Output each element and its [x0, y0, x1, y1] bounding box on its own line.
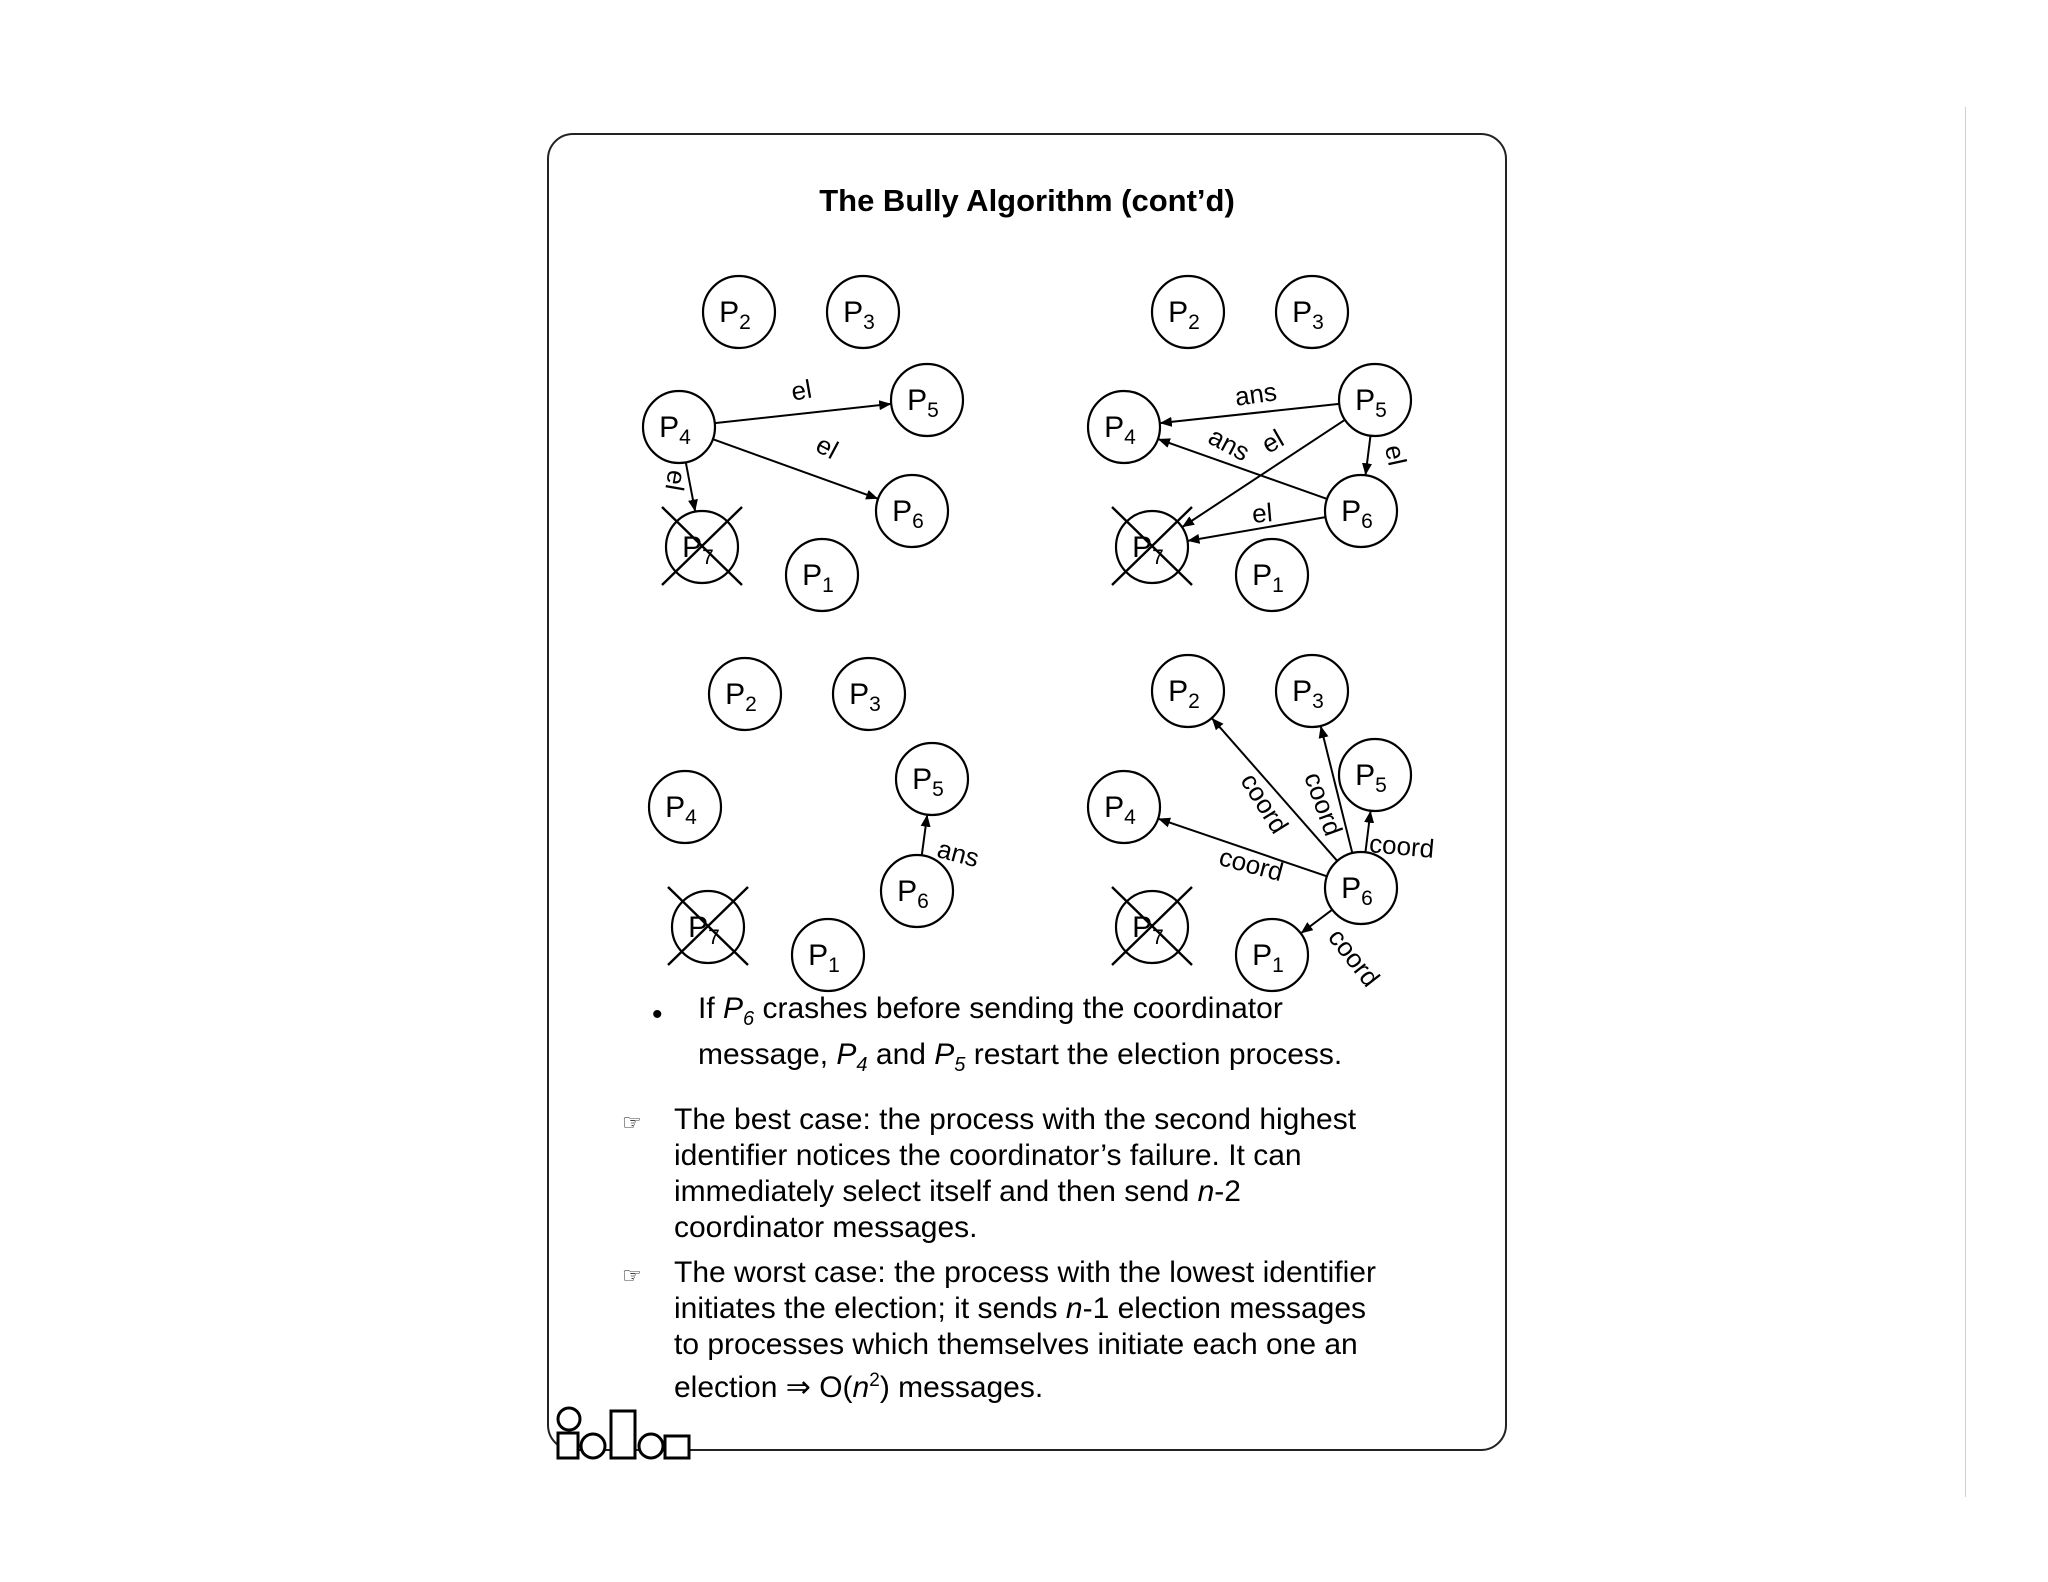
pointing-hand-icon: ☞	[622, 1110, 642, 1135]
slide-title: The Bully Algorithm (cont’d)	[819, 183, 1235, 218]
worst-case-text: The worst case: the process with the low…	[674, 1256, 1376, 1404]
election-label: el	[1251, 497, 1274, 529]
election-label: el	[789, 374, 814, 407]
pointing-hand-icon: ☞	[622, 1263, 642, 1288]
process-node-p1-panel-1: P1	[784, 537, 860, 613]
process-node-p2-panel-3: P2	[707, 656, 783, 732]
process-node-p5-panel-3: P5	[894, 741, 970, 817]
election-arrow-p5-p6	[1362, 435, 1372, 476]
process-label: P4	[659, 411, 691, 449]
crash-cross-icon	[667, 886, 749, 966]
right-divider-line	[1965, 107, 1966, 1497]
process-node-p1-panel-4: P1	[1234, 917, 1310, 993]
bullet-crash-text: If P6 crashes before sending the coordin…	[698, 992, 1343, 1076]
process-node-p6-panel-2: P6	[1323, 473, 1399, 549]
process-label: P1	[1252, 559, 1284, 597]
process-node-p5-panel-1: P5	[889, 362, 965, 438]
process-node-p6-panel-3: P6	[879, 853, 955, 929]
process-node-p5-panel-4: P5	[1337, 737, 1413, 813]
coord-label: coord	[1216, 841, 1287, 887]
election-label: el	[659, 468, 692, 493]
process-node-p2-panel-1: P2	[701, 274, 777, 350]
process-node-p1-panel-2: P1	[1234, 537, 1310, 613]
answer-arrow-p6-p5	[920, 814, 931, 856]
election-arrow-p4-p6	[712, 438, 879, 500]
process-node-p3-panel-1: P3	[825, 274, 901, 350]
election-arrow-p6-p7	[1187, 516, 1326, 544]
process-node-p7-panel-2: P7	[1111, 506, 1193, 586]
coord-label: coord	[1368, 828, 1435, 864]
process-label: P3	[1292, 296, 1324, 334]
election-arrow-p5-p7	[1182, 418, 1346, 528]
answer-arrow-p6-p4	[1157, 438, 1328, 500]
process-node-p6-panel-4: P6	[1323, 850, 1399, 926]
crash-cross-icon	[1111, 506, 1193, 586]
process-node-p4-panel-1: P4	[641, 389, 717, 465]
process-node-p4-panel-4: P4	[1086, 769, 1162, 845]
process-node-p7-panel-3: P7	[667, 886, 749, 966]
bullet-marker: •	[652, 998, 663, 1031]
crash-cross-icon	[661, 506, 743, 586]
process-node-p3-panel-2: P3	[1274, 274, 1350, 350]
coord-arrow-p6-p2	[1211, 718, 1338, 862]
election-label: el	[1379, 442, 1413, 468]
process-node-p6-panel-1: P6	[874, 473, 950, 549]
coord-label: coord	[1322, 923, 1386, 993]
process-node-p1-panel-3: P1	[790, 917, 866, 993]
process-node-p7-panel-4: P7	[1111, 886, 1193, 966]
logo-icon	[556, 1406, 691, 1460]
coord-arrow-p6-p1	[1300, 908, 1333, 934]
answer-label: ans	[1204, 421, 1255, 467]
process-node-p4-panel-3: P4	[647, 769, 723, 845]
crash-cross-icon	[1111, 886, 1193, 966]
election-label: el	[811, 429, 843, 465]
best-case-text: The best case: the process with the seco…	[674, 1103, 1357, 1244]
process-node-p3-panel-3: P3	[831, 656, 907, 732]
process-node-p2-panel-4: P2	[1150, 653, 1226, 729]
process-node-p3-panel-4: P3	[1274, 653, 1350, 729]
election-arrow-p4-p7	[684, 462, 698, 512]
election-label: el	[1256, 423, 1289, 459]
process-node-p5-panel-2: P5	[1337, 362, 1413, 438]
coord-arrow-p6-p4	[1158, 817, 1328, 878]
process-node-p2-panel-2: P2	[1150, 274, 1226, 350]
process-node-p4-panel-2: P4	[1086, 389, 1162, 465]
coord-arrow-p6-p3	[1318, 725, 1354, 854]
answer-label: ans	[1233, 376, 1279, 412]
answer-arrow-p5-p4	[1159, 402, 1340, 427]
coord-arrow-p6-p5	[1364, 810, 1375, 853]
message-arrows	[684, 400, 1375, 934]
process-node-p7-panel-1: P7	[661, 506, 743, 586]
election-arrow-p4-p5	[714, 400, 892, 425]
